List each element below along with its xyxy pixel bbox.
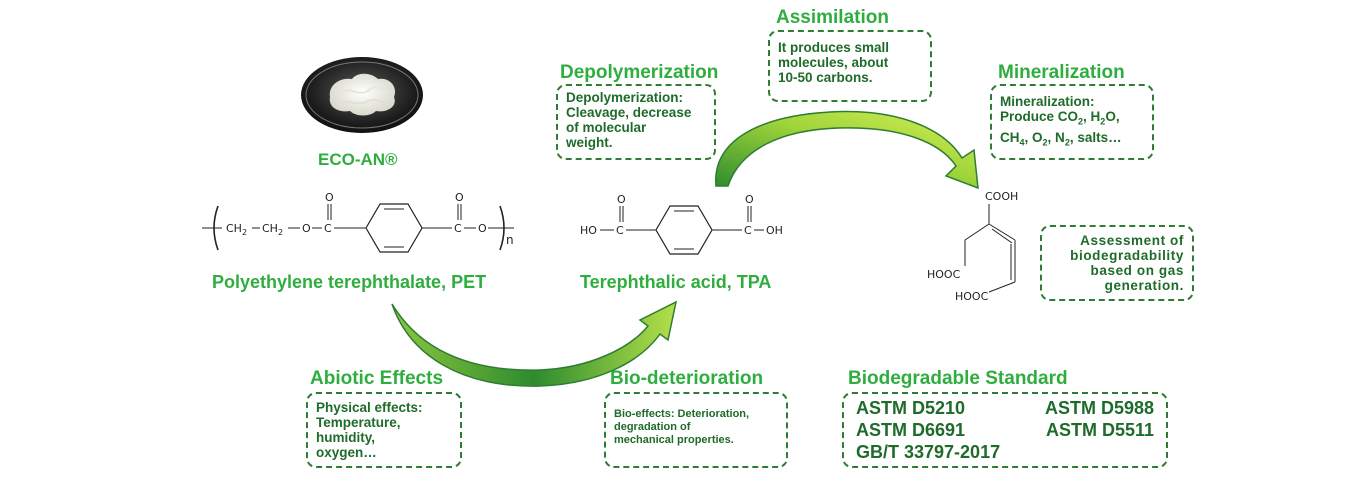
depolymerization-box: Depolymerization: Cleavage, decrease of …	[556, 84, 716, 160]
standard-item: ASTM D6691	[856, 420, 966, 440]
mineralization-box: Mineralization: Produce CO2, H2O, CH4, O…	[990, 84, 1154, 160]
standard-item: ASTM D5988	[1044, 398, 1154, 418]
depolymerization-line: weight.	[566, 135, 613, 150]
svg-text:C: C	[616, 224, 624, 237]
abiotic-line: oxygen…	[316, 445, 377, 460]
assimilation-line: 10-50 carbons.	[778, 70, 873, 85]
product-image	[300, 55, 424, 135]
assessment-line: Assessment of	[1080, 233, 1184, 248]
standard-row: ASTM D6691 ASTM D5511	[856, 419, 1154, 441]
mineralization-line-3: CH4, O2, N2, salts…	[1000, 129, 1122, 148]
depolymerization-line: Depolymerization:	[566, 90, 684, 105]
hooc-left: HOOC	[927, 268, 961, 281]
svg-text:O: O	[455, 191, 464, 204]
standard-title: Biodegradable Standard	[848, 368, 1068, 389]
biodeterioration-line: degradation of	[614, 421, 691, 433]
pet-ch2-a: CH2	[226, 222, 247, 237]
abiotic-line: humidity,	[316, 430, 375, 445]
svg-text:C: C	[744, 224, 752, 237]
pet-label: Polyethylene terephthalate, PET	[212, 272, 487, 292]
svg-text:O: O	[478, 222, 487, 235]
biodeterioration-line: mechanical properties.	[614, 434, 734, 446]
arrow-bottom	[391, 300, 678, 387]
standard-row: ASTM D5210 ASTM D5988	[856, 397, 1154, 419]
standard-item: ASTM D5511	[1045, 420, 1154, 440]
standard-item: ASTM D5210	[856, 398, 966, 418]
biodeterioration-box: Bio-effects: Deterioration, degradation …	[604, 392, 788, 468]
abiotic-title: Abiotic Effects	[310, 368, 444, 389]
mineralization-title: Mineralization	[998, 62, 1125, 83]
arrow-top	[715, 110, 979, 190]
mineralization-line-2: Produce CO2, H2O,	[1000, 109, 1120, 127]
assessment-line: generation.	[1104, 278, 1184, 293]
svg-text:OH: OH	[766, 224, 783, 237]
tpa-structure: HO C O C O OH	[578, 190, 798, 266]
abiotic-line: Temperature,	[316, 415, 401, 430]
svg-text:HO: HO	[580, 224, 597, 237]
assimilation-line: It produces small	[778, 40, 890, 55]
biodeterioration-line: Bio-effects: Deterioration,	[614, 408, 750, 420]
standard-row: GB/T 33797-2017	[856, 441, 1154, 463]
mineralization-line-1: Mineralization:	[1000, 94, 1095, 109]
tpa-label: Terephthalic acid, TPA	[580, 272, 772, 292]
depolymerization-title: Depolymerization	[560, 62, 719, 83]
svg-text:O: O	[302, 222, 311, 235]
svg-text:C: C	[454, 222, 462, 235]
assimilation-line: molecules, about	[778, 55, 889, 70]
pet-ch2-b: CH2	[262, 222, 283, 237]
depolymerization-line: Cleavage, decrease	[566, 105, 692, 120]
abiotic-box: Physical effects: Temperature, humidity,…	[306, 392, 462, 468]
standard-box: ASTM D5210 ASTM D5988 ASTM D6691 ASTM D5…	[842, 392, 1168, 468]
assessment-box: Assessment of biodegradability based on …	[1040, 225, 1194, 301]
pet-n-subscript: n	[506, 233, 514, 247]
abiotic-line: Physical effects:	[316, 400, 423, 415]
svg-text:C: C	[324, 222, 332, 235]
assessment-line: biodegradability	[1070, 248, 1184, 263]
biodeterioration-title: Bio-deterioration	[610, 368, 764, 389]
pet-structure: CH2 CH2 O C O C O O n	[200, 188, 530, 268]
assimilation-title: Assimilation	[776, 7, 889, 28]
cooh-top: COOH	[985, 190, 1018, 203]
product-name: ECO-AN®	[318, 150, 398, 169]
svg-text:O: O	[745, 193, 754, 206]
svg-text:O: O	[617, 193, 626, 206]
hooc-bottom: HOOC	[955, 290, 989, 303]
muconic-structure: COOH HOOC HOOC	[925, 186, 1035, 304]
assessment-line: based on gas	[1090, 263, 1184, 278]
svg-text:O: O	[325, 191, 334, 204]
depolymerization-line: of molecular	[566, 120, 647, 135]
standard-item: GB/T 33797-2017	[856, 442, 1001, 462]
assimilation-box: It produces small molecules, about 10-50…	[768, 30, 932, 102]
